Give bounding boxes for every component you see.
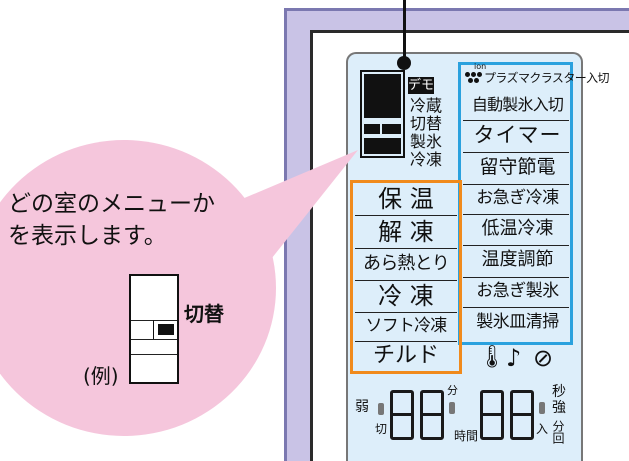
pointer-line	[403, 0, 406, 60]
blue-menu-item-5: 低温冷凍	[481, 218, 554, 239]
mid-dot-indicator	[449, 402, 455, 414]
blue-menu-item-1: 自動製氷入切	[471, 95, 564, 114]
second-label: 秒	[552, 384, 566, 400]
digit-1	[390, 390, 414, 440]
right-dot-indicator	[539, 402, 545, 414]
minute-count-label: 分回	[551, 420, 565, 444]
weak-label: 弱	[355, 399, 369, 415]
ion-label: ion	[474, 62, 487, 71]
lcd-label-freezer: 冷凍	[410, 150, 443, 169]
plasmacluster-label: プラズマクラスター入切	[484, 71, 610, 85]
blue-menu-item-8: 製氷皿清掃	[476, 312, 559, 332]
blue-menu-item-4: お急ぎ冷凍	[476, 188, 559, 208]
prohibited-icon: ⊘	[533, 344, 554, 372]
blue-menu-item-2: タイマー	[473, 123, 562, 147]
lcd-label-switch: 切替	[410, 114, 443, 133]
blue-menu-item-7: お急ぎ製氷	[476, 281, 559, 301]
on-label: 入	[536, 422, 549, 436]
switch-label: 切替	[184, 302, 224, 326]
fridge-example	[129, 274, 179, 384]
fridge-example-highlight	[158, 324, 174, 335]
orange-menu-item-6: チルド	[372, 343, 439, 368]
orange-menu-item-2: 解 凍	[378, 218, 434, 246]
orange-menu-item-1: 保 温	[378, 185, 434, 213]
blue-menu-item-3: 留守節電	[479, 156, 556, 178]
digit-4	[510, 390, 534, 440]
orange-menu-frame	[350, 180, 462, 374]
strong-label: 強	[552, 400, 566, 416]
lcd-label-fridge: 冷蔵	[410, 96, 443, 115]
blue-menu-item-6: 温度調節	[481, 249, 554, 270]
minute-label: 分	[447, 384, 458, 397]
thermometer-icon: 🌡	[478, 345, 506, 370]
orange-menu-item-3: あら熱とり	[363, 253, 450, 274]
callout-text-line2: を表示します。	[8, 223, 167, 249]
digit-2	[420, 390, 444, 440]
orange-menu-item-4: 冷 凍	[378, 282, 434, 310]
orange-menu-item-5: ソフト冷凍	[365, 316, 448, 336]
pointer-dot	[397, 56, 411, 70]
hour-label: 時間	[454, 429, 479, 443]
callout-text-line1: どの室のメニューか	[8, 191, 215, 217]
lcd-label-ice: 製氷	[410, 132, 443, 151]
demo-badge: デモ	[408, 77, 435, 94]
off-label: 切	[375, 422, 388, 436]
digit-3	[480, 390, 504, 440]
note-icon: ♪	[506, 344, 522, 372]
plasmacluster-icon	[465, 72, 482, 86]
lcd-fridge-icon	[360, 70, 405, 158]
left-dot-indicator	[378, 403, 384, 415]
example-label: (例)	[83, 364, 119, 388]
